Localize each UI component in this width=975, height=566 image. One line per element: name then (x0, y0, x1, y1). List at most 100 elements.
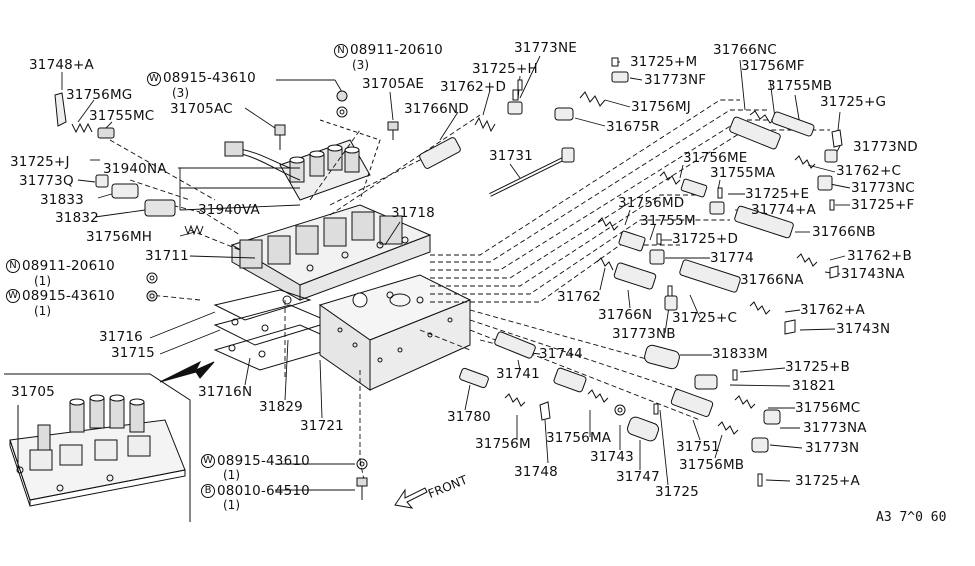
label-31756MF: 31756MF (741, 58, 805, 74)
label-31725J: 31725+J (10, 154, 70, 170)
washer-symbol: W (201, 454, 215, 468)
label-31833M: 31833M (712, 346, 768, 362)
label-31755MC: 31755MC (89, 108, 155, 124)
label-31741: 31741 (496, 366, 540, 382)
label-31675R: 31675R (606, 119, 660, 135)
washer-symbol: W (147, 72, 161, 86)
valve-components (54, 57, 843, 500)
label-31766NC: 31766NC (713, 42, 777, 58)
label-31756MB: 31756MB (679, 457, 745, 473)
inset-valve-body (9, 394, 186, 507)
washer-symbol: W (6, 289, 20, 303)
label-31773NE: 31773NE (514, 40, 577, 56)
label-31725G: 31725+G (820, 94, 887, 110)
label-31756ME: 31756ME (683, 150, 748, 166)
fastener-washer-qty-c: (1) (223, 468, 240, 482)
label-31762: 31762 (557, 289, 601, 305)
guide-lines (109, 99, 830, 486)
label-31744: 31744 (539, 346, 583, 362)
label-31762A: 31762+A (800, 302, 865, 318)
label-31718: 31718 (391, 205, 435, 221)
fastener-washer-qty-b: (1) (34, 304, 51, 318)
fastener-nut-qty: (3) (352, 58, 369, 72)
label-31773NC: 31773NC (851, 180, 915, 196)
label-31751: 31751 (676, 439, 720, 455)
label-31743: 31743 (590, 449, 634, 465)
label-31725: 31725 (655, 484, 699, 500)
fastener-bolt-08010-64510: 08010-64510 (217, 483, 310, 499)
label-31762D: 31762+D (440, 79, 507, 95)
label-31940NA: 31940NA (103, 161, 167, 177)
label-31716: 31716 (99, 329, 143, 345)
label-31766NB: 31766NB (812, 224, 876, 240)
label-31780: 31780 (447, 409, 491, 425)
upper-valve-body (230, 204, 432, 301)
label-31756MG: 31756MG (66, 87, 133, 103)
label-31725A: 31725+A (795, 473, 860, 489)
fastener-washer-08915-43610: 08915-43610 (163, 70, 256, 86)
fastener-nut-qty-b: (1) (34, 274, 51, 288)
diagram-reference-code: A3 7^0 60 (876, 510, 947, 525)
label-31725C: 31725+C (672, 310, 738, 326)
label-31756MH: 31756MH (86, 229, 153, 245)
label-31773NA: 31773NA (803, 420, 867, 436)
label-31762B: 31762+B (847, 248, 912, 264)
fastener-nut-08911-20610: 08911-20610 (350, 42, 443, 58)
label-31774: 31774 (710, 250, 754, 266)
label-31721: 31721 (300, 418, 344, 434)
label-31762C: 31762+C (836, 163, 902, 179)
label-31711: 31711 (145, 248, 189, 264)
label-31715: 31715 (111, 345, 155, 361)
label-31774A: 31774+A (751, 202, 816, 218)
lower-valve-body (318, 274, 472, 391)
bolt-symbol: B (201, 484, 215, 498)
label-31725H: 31725+H (472, 61, 538, 77)
label-31766ND: 31766ND (404, 101, 469, 117)
label-31716N: 31716N (198, 384, 253, 400)
label-31747: 31747 (616, 469, 660, 485)
label-31748: 31748 (514, 464, 558, 480)
label-31773NF: 31773NF (644, 72, 707, 88)
separator-plate-31715 (213, 304, 332, 346)
fastener-washer-08915-43610-b: 08915-43610 (22, 288, 115, 304)
nut-symbol: N (6, 259, 20, 273)
label-31756M: 31756M (475, 436, 531, 452)
label-31756MC: 31756MC (795, 400, 861, 416)
solenoid-assembly (224, 119, 381, 201)
label-31743NA: 31743NA (841, 266, 905, 282)
label-31755M: 31755M (640, 213, 696, 229)
label-31725B: 31725+B (785, 359, 850, 375)
separator-plate-31716 (213, 289, 312, 321)
label-31756MD: 31756MD (618, 195, 685, 211)
label-31756MA: 31756MA (546, 430, 612, 446)
fastener-washer-08915-43610-c: 08915-43610 (217, 453, 310, 469)
label-31755MA: 31755MA (710, 165, 776, 181)
label-31725M: 31725+M (630, 54, 698, 70)
fastener-bolt-qty: (1) (223, 498, 240, 512)
label-31731: 31731 (489, 148, 533, 164)
label-31755MB: 31755MB (767, 78, 833, 94)
label-31766NA: 31766NA (740, 272, 804, 288)
label-31743N: 31743N (836, 321, 891, 337)
fastener-washer-qty: (3) (172, 86, 189, 100)
label-31940VA: 31940VA (198, 202, 260, 218)
label-31748A: 31748+A (29, 57, 94, 73)
label-31833: 31833 (40, 192, 84, 208)
label-31832: 31832 (55, 210, 99, 226)
label-31725E: 31725+E (745, 186, 810, 202)
label-31705AE: 31705AE (362, 76, 425, 92)
arrows (159, 360, 428, 509)
nut-symbol: N (334, 44, 348, 58)
label-31821: 31821 (792, 378, 836, 394)
label-31705AC: 31705AC (170, 101, 233, 117)
label-31773N: 31773N (805, 440, 860, 456)
label-31829: 31829 (259, 399, 303, 415)
label-31773NB: 31773NB (612, 326, 676, 342)
label-31705: 31705 (11, 384, 55, 400)
label-31773Q: 31773Q (19, 173, 74, 189)
label-31725F: 31725+F (851, 197, 915, 213)
fastener-nut-08911-20610-b: 08911-20610 (22, 258, 115, 274)
label-31756MJ: 31756MJ (631, 99, 691, 115)
